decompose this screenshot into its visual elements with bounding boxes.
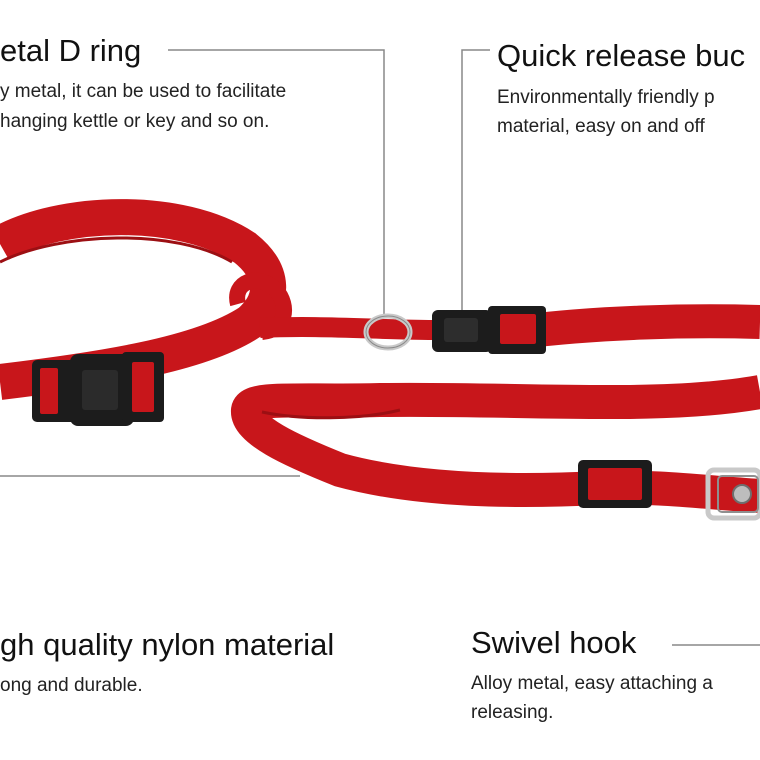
quick-release-desc-line-1: Environmentally friendly p [497, 87, 715, 108]
leash-strap-upper [517, 304, 760, 349]
leash-strap-lower [231, 375, 760, 513]
swivel-hook-desc-line-1: Alloy metal, easy attaching a [471, 673, 713, 694]
swivel-hook-title: Swivel hook [471, 625, 637, 660]
nylon-title: gh quality nylon material [0, 627, 335, 662]
callout-lines [0, 49, 760, 646]
d-ring-desc-line-2: hanging kettle or key and so on. [0, 111, 270, 132]
quick-release-buckle-icon [432, 306, 546, 354]
quick-release-title: Quick release buc [497, 38, 746, 73]
leash-strap-lower-fold [261, 408, 401, 420]
swivel-hook-icon [705, 467, 760, 521]
connector-strap [259, 317, 441, 340]
nylon-desc: ong and durable. [0, 675, 143, 696]
d-ring-leader-line [168, 49, 385, 316]
d-ring-title: etal D ring [0, 33, 142, 68]
quick-release-desc-line-2: material, easy on and off [497, 116, 705, 137]
waist-buckle-icon [32, 352, 164, 426]
slider-adjuster-icon [578, 460, 652, 508]
d-ring-desc-line-1: y metal, it can be used to facilitate [0, 81, 287, 102]
swivel-hook-desc-line-2: releasing. [471, 702, 554, 723]
waist-belt-inner-shade [0, 236, 233, 264]
buckle-leader-line [461, 49, 490, 312]
